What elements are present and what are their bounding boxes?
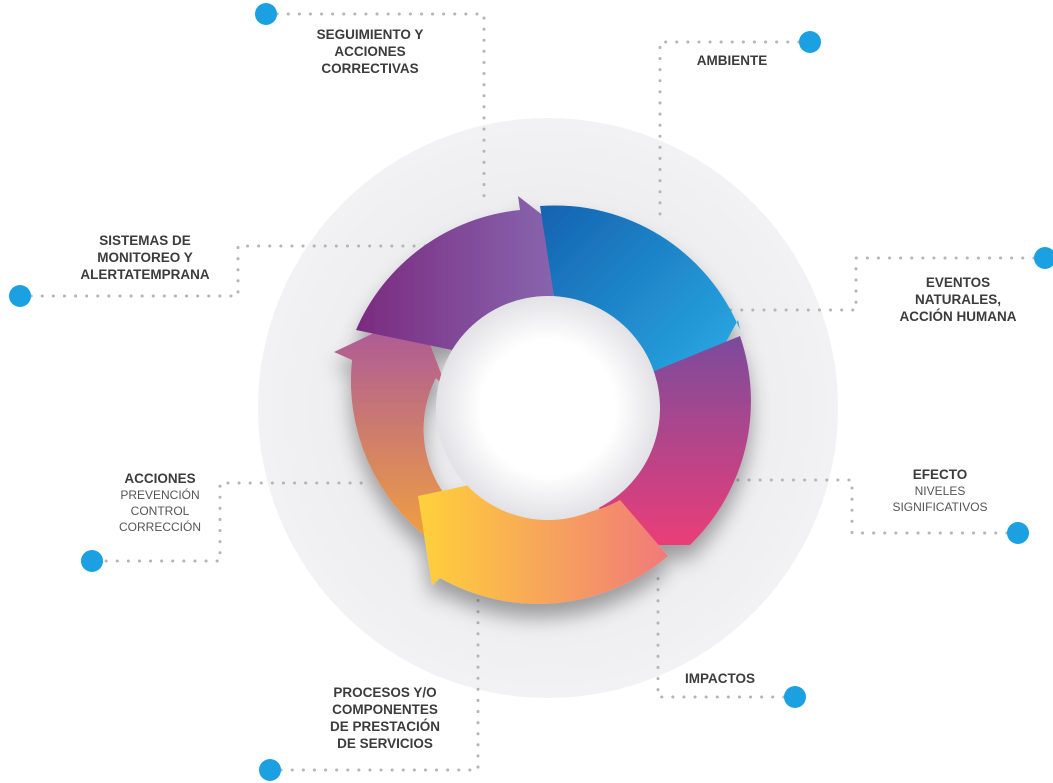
label-acciones-line-3: CORRECCIÓN (118, 520, 201, 534)
dot-procesos (259, 759, 281, 781)
label-procesos-title-1: PROCESOS Y/O (333, 685, 437, 700)
dot-eventos (1034, 247, 1053, 269)
label-eventos-title-1: EVENTOS (925, 275, 991, 290)
dot-efecto (1007, 522, 1029, 544)
connector-sistemas (18, 244, 432, 298)
connector-lines (18, 12, 1047, 772)
dot-impactos (784, 686, 806, 708)
label-impactos: IMPACTOS (665, 670, 775, 687)
label-seguimiento-title-1: SEGUIMIENTO Y (316, 27, 424, 42)
label-acciones-line-1: PREVENCIÓN (120, 488, 200, 502)
label-eventos-title-2: NATURALES, (915, 292, 1001, 307)
label-efecto: EFECTO NIVELES SIGNIFICATIVOS (870, 466, 1010, 515)
cycle-center (436, 296, 660, 520)
dot-sistemas (9, 285, 31, 307)
cycle-arrow-bottom (418, 478, 668, 604)
label-ambiente: AMBIENTE (672, 52, 792, 69)
label-eventos: EVENTOS NATURALES, ACCIÓN HUMANA (878, 274, 1038, 325)
label-ambiente-title: AMBIENTE (696, 53, 768, 68)
dot-ambiente (799, 31, 821, 53)
label-procesos-title-4: DE SERVICIOS (337, 736, 433, 751)
label-efecto-title: EFECTO (912, 467, 968, 482)
cycle-arrow-bottom-right (590, 336, 751, 545)
label-impactos-title: IMPACTOS (684, 671, 755, 686)
connector-seguimiento (264, 12, 486, 207)
label-procesos-title-3: DE PRESTACIÓN (329, 719, 440, 734)
label-acciones-line-2: CONTROL (130, 504, 190, 518)
label-eventos-title-3: ACCIÓN HUMANA (899, 309, 1017, 324)
label-seguimiento-title-3: CORRECTIVAS (321, 61, 419, 76)
connector-impactos (656, 568, 797, 699)
label-procesos: PROCESOS Y/O COMPONENTES DE PRESTACIÓN D… (305, 684, 465, 752)
label-procesos-title-2: COMPONENTES (332, 702, 438, 717)
label-sistemas-title-1: SISTEMAS DE (99, 233, 191, 248)
label-sistemas-title-2: MONITOREO Y (97, 250, 193, 265)
label-efecto-line-1: NIVELES (914, 484, 966, 498)
dot-seguimiento (255, 3, 277, 25)
cycle-arrow-top (356, 196, 598, 350)
connector-acciones (93, 481, 372, 563)
label-acciones: ACCIONES PREVENCIÓN CONTROL CORRECCIÓN (105, 470, 215, 535)
label-seguimiento-title-2: ACCIONES (334, 44, 406, 59)
cycle-arrow-left (334, 312, 470, 540)
label-sistemas: SISTEMAS DE MONITOREO Y ALERTATEMPRANA (60, 232, 230, 283)
label-seguimiento: SEGUIMIENTO Y ACCIONES CORRECTIVAS (290, 26, 450, 77)
label-acciones-title: ACCIONES (124, 471, 196, 486)
label-efecto-line-2: SIGNIFICATIVOS (892, 500, 988, 514)
dot-acciones (81, 550, 103, 572)
label-sistemas-title-3: ALERTATEMPRANA (80, 267, 210, 282)
